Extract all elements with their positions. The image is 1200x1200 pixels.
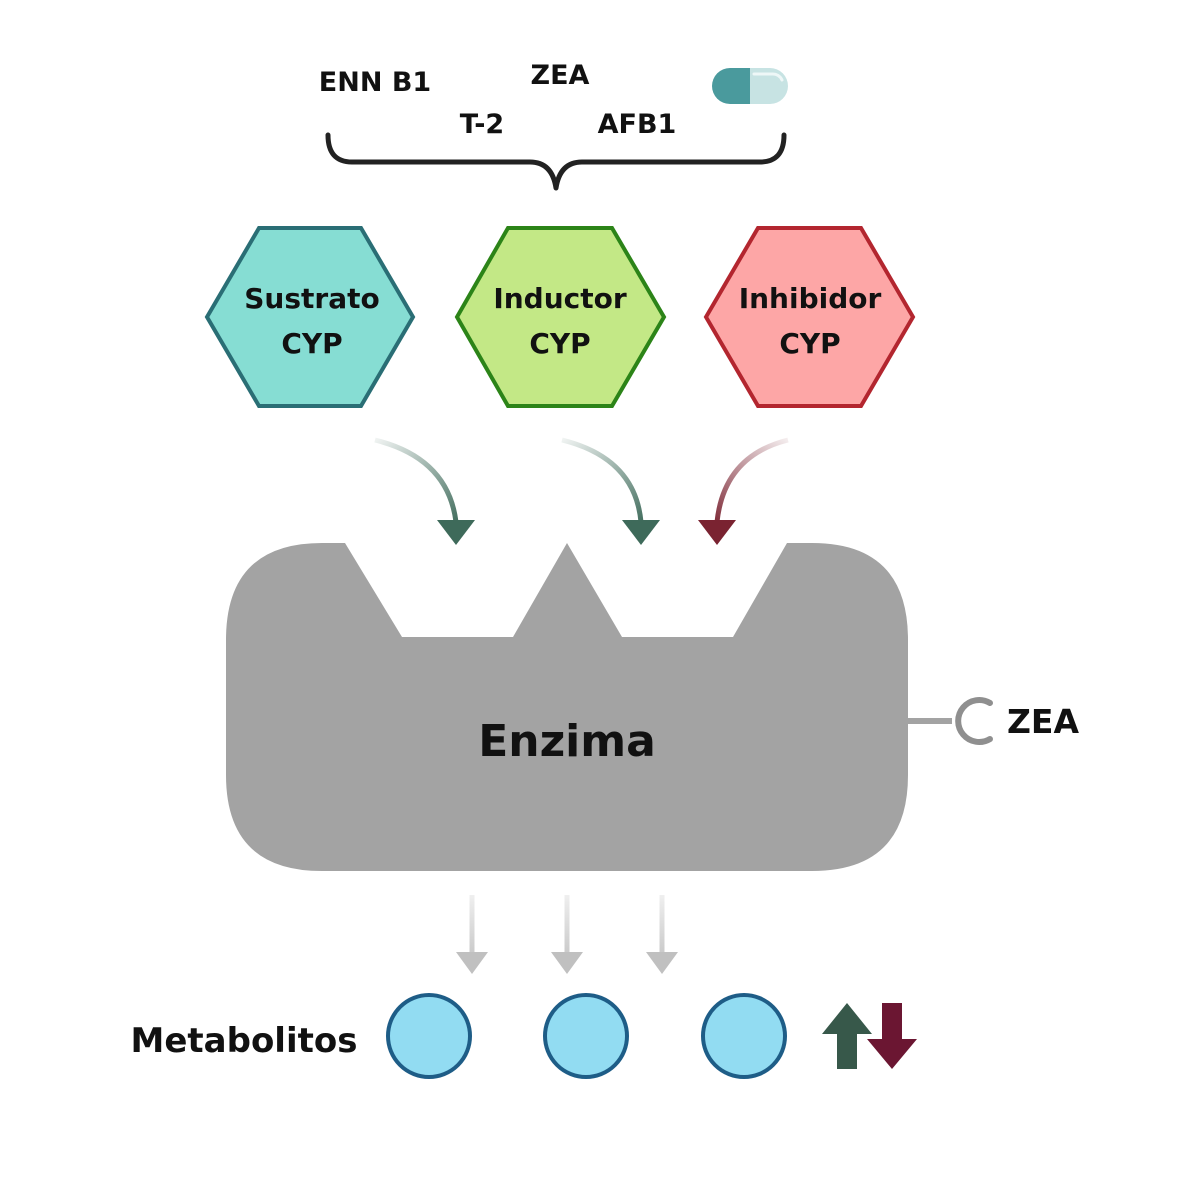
hexagon-inductor-cyp: Inductor CYP	[454, 226, 667, 408]
hexagon-label-line2: CYP	[529, 327, 590, 360]
receptor-zea-label: ZEA	[1007, 702, 1079, 741]
hexagon-label-line1: Inhibidor	[739, 282, 882, 315]
receptor-hook-icon	[908, 697, 993, 745]
arrow-inductor-to-enzyme	[561, 437, 660, 545]
curly-brace	[325, 132, 787, 191]
hexagon-label-line2: CYP	[779, 327, 840, 360]
enzyme-label: Enzima	[478, 716, 656, 767]
hexagon-sustrato-cyp: Sustrato CYP	[204, 226, 416, 408]
metabolite-arrow	[646, 895, 678, 974]
toxin-label-afb1: AFB1	[598, 109, 677, 140]
toxin-label-t-2: T-2	[460, 109, 504, 140]
metabolite-circle	[543, 993, 629, 1079]
hexagon-label-line1: Sustrato	[244, 282, 379, 315]
arrow-sustrato-to-enzyme	[374, 437, 475, 545]
arrow-inhibidor-to-enzyme	[698, 437, 789, 545]
toxin-label-zea: ZEA	[531, 60, 590, 91]
metabolite-circle	[701, 993, 787, 1079]
hexagon-inhibidor-cyp: Inhibidor CYP	[703, 226, 916, 408]
metabolite-circle	[386, 993, 472, 1079]
arrow-down-icon	[867, 1003, 917, 1069]
capsule-icon	[712, 68, 788, 104]
metabolites-label: Metabolitos	[131, 1021, 358, 1061]
hexagon-label-line2: CYP	[281, 327, 342, 360]
arrow-up-icon	[822, 1003, 872, 1069]
metabolite-arrow	[456, 895, 488, 974]
hexagon-label-line1: Inductor	[493, 282, 627, 315]
toxin-label-enn-b1: ENN B1	[319, 67, 431, 98]
metabolite-arrow	[551, 895, 583, 974]
enzyme-body	[226, 543, 908, 871]
